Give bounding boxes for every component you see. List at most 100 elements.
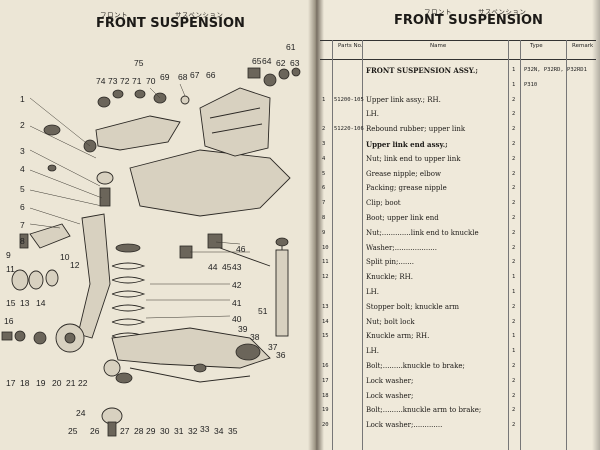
- right-kana-suspension: サスペンション: [478, 8, 527, 16]
- right-page: [316, 0, 600, 450]
- callout-33: 33: [200, 424, 210, 434]
- callout-labels: 1 2 3 4 5 6 7 8 9 10 11 12 13 14 15 16 1…: [4, 42, 300, 436]
- row-description: Bolt;.........knuckle arm to brake;: [366, 406, 482, 415]
- callout-9: 9: [6, 250, 11, 260]
- row-key: 17: [322, 377, 329, 384]
- callout-74: 74: [96, 76, 106, 86]
- row-parts-no: 51220-106: [334, 126, 364, 133]
- callout-6: 6: [20, 202, 25, 212]
- row-quantity: 2: [512, 392, 516, 399]
- table-row: LH. 1: [320, 284, 596, 299]
- callout-28: 28: [134, 426, 144, 436]
- callout-14: 14: [36, 298, 46, 308]
- callout-12: 12: [70, 260, 80, 270]
- callout-29: 29: [146, 426, 156, 436]
- callout-18: 18: [20, 378, 30, 388]
- callout-66: 66: [206, 70, 216, 80]
- row-key: 20: [322, 422, 329, 429]
- row-description: Knuckle; RH.: [366, 273, 413, 282]
- row-key: 1: [322, 96, 326, 103]
- row-quantity: 2: [512, 259, 516, 266]
- row-description: Lock washer;: [366, 391, 414, 400]
- callout-69: 69: [160, 72, 170, 82]
- callout-70: 70: [146, 76, 156, 86]
- callout-67: 67: [190, 70, 200, 80]
- row-key: 3: [322, 141, 326, 147]
- header-type: Type: [530, 43, 543, 49]
- callout-26: 26: [90, 426, 100, 436]
- callout-21: 21: [66, 378, 76, 388]
- callout-35: 35: [228, 426, 238, 436]
- table-row: LH. 2: [320, 106, 596, 121]
- crossmember: [129, 67, 301, 217]
- row-quantity: 2: [512, 215, 516, 221]
- row-key: 13: [322, 303, 329, 310]
- callout-15: 15: [6, 298, 16, 308]
- row-quantity: 1: [512, 81, 516, 88]
- row-quantity: 2: [512, 111, 516, 118]
- row-quantity: 2: [512, 407, 516, 414]
- row-quantity: 2: [512, 229, 516, 236]
- left-page: [0, 0, 316, 450]
- row-description: LH.: [366, 110, 379, 119]
- book-gutter: [308, 0, 324, 450]
- callout-24: 24: [76, 408, 86, 418]
- row-type: P310: [524, 81, 538, 88]
- lower-ball-joint: [101, 407, 123, 437]
- row-description: Rebound rubber; upper link: [366, 125, 466, 134]
- row-quantity: 1: [512, 348, 516, 355]
- row-quantity: 2: [512, 318, 516, 325]
- row-key: 7: [322, 200, 326, 207]
- callout-17: 17: [6, 378, 16, 388]
- header-parts-no: Parts No.: [338, 43, 363, 49]
- row-quantity: 2: [512, 422, 516, 429]
- row-description: LH.: [366, 288, 379, 296]
- table-row: 14 Nut; bolt lock 2: [320, 314, 596, 329]
- row-key: 6: [322, 185, 326, 192]
- callout-8: 8: [20, 236, 25, 246]
- callout-64: 64: [262, 56, 272, 66]
- row-key: 11: [322, 259, 329, 266]
- callout-13: 13: [20, 298, 30, 308]
- callout-39: 39: [238, 324, 248, 334]
- table-row: 1 P310: [320, 77, 596, 92]
- callout-43: 43: [232, 262, 242, 272]
- callout-34: 34: [214, 426, 224, 436]
- row-quantity: 1: [512, 289, 516, 295]
- left-page-title: FRONT SUSPENSION: [96, 16, 245, 31]
- row-quantity: 2: [512, 126, 516, 133]
- shock-absorber: [275, 237, 289, 337]
- callout-16: 16: [4, 316, 14, 326]
- left-kana-suspension: サスペンション: [175, 11, 224, 19]
- callout-20: 20: [52, 378, 62, 388]
- row-description: Boot; upper link end: [366, 214, 439, 222]
- callout-73: 73: [108, 76, 118, 86]
- callout-30: 30: [160, 426, 170, 436]
- knuckle: [11, 213, 111, 339]
- row-description: LH.: [366, 347, 379, 356]
- row-key: 18: [322, 392, 329, 399]
- callout-51: 51: [258, 306, 268, 316]
- callout-65: 65: [252, 56, 262, 66]
- row-key: 10: [322, 244, 329, 251]
- callout-4: 4: [20, 164, 25, 174]
- row-description: Packing; grease nipple: [366, 184, 447, 193]
- callout-32: 32: [188, 426, 198, 436]
- row-key: 14: [322, 318, 329, 325]
- row-description: Nut; bolt lock: [366, 317, 415, 326]
- row-parts-no: 51200-105: [334, 96, 364, 103]
- row-quantity: 2: [512, 303, 516, 310]
- stabilizer-parts: [179, 233, 271, 267]
- callout-22: 22: [78, 378, 88, 388]
